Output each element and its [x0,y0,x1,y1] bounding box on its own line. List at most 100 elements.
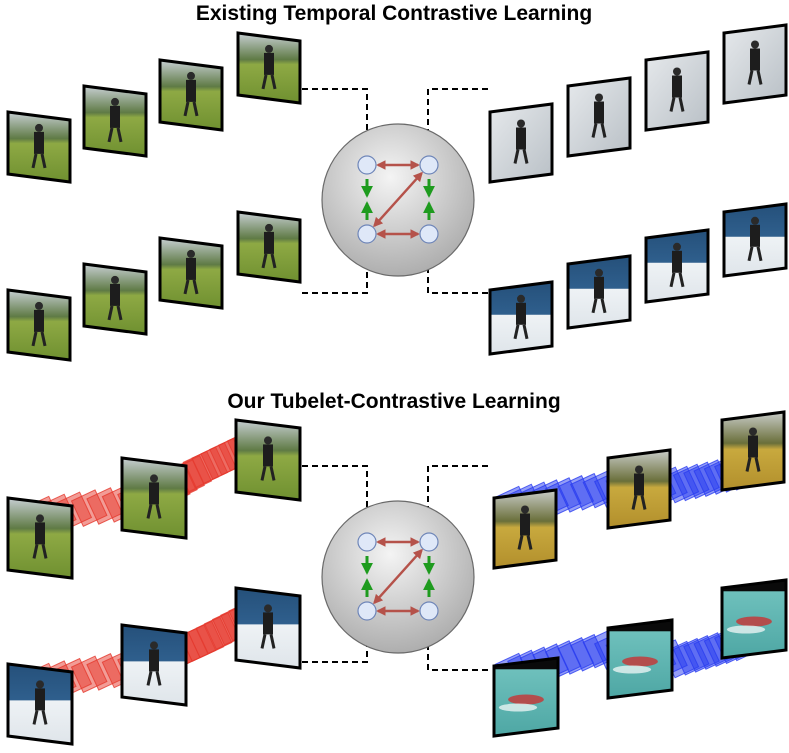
frame-border [6,662,74,746]
tube-swim-frame-0 [492,656,560,738]
person-head [521,505,529,514]
person-leg [640,495,647,510]
person-figure [750,224,760,247]
person-head [36,514,44,523]
frame-border [236,31,302,105]
embedding-node-icon [357,155,377,175]
frame-border [566,76,632,158]
person-leg [513,324,520,340]
golf-frame-a-1 [82,84,148,158]
connector-golf-a [302,88,372,156]
golf-frame-b-0 [6,288,72,362]
golf-frame-a-3 [236,31,302,105]
frame-border [606,618,674,700]
person-figure [516,127,526,150]
frame-border [566,254,632,330]
connector-tube-golf [302,465,372,535]
ski-frame-a-3 [722,23,788,105]
person-leg [261,253,268,269]
tube-ski-frame-1 [120,623,188,707]
person-figure [264,52,274,75]
person-leg [116,305,123,321]
person-leg [270,74,277,90]
person-leg [747,70,754,85]
golf-frame-a-2 [158,58,224,132]
slope-frame-b-1 [566,254,632,330]
person-leg [756,246,763,262]
person-figure [34,131,44,154]
negative-arrow [373,548,423,605]
frame-border [234,418,302,502]
ski-frame-a-0 [488,102,554,184]
frame-border [644,50,710,132]
person-figure [149,482,159,505]
frame-border [722,202,788,278]
frame-border [720,578,788,660]
person-leg [678,272,685,288]
person-figure [263,444,273,467]
person-figure [594,101,604,124]
person-leg [40,153,47,169]
top-title: Existing Temporal Contrastive Learning [196,2,592,25]
person-head [595,268,603,277]
person-leg [192,101,199,117]
swimmer-figure [736,616,772,627]
person-head [673,67,681,76]
person-head [111,275,119,284]
frame-border [234,586,302,670]
frame-border [158,236,224,310]
embedding-node-icon [419,532,439,552]
golf-frame-b-2 [158,236,224,310]
person-leg [513,149,520,164]
person-leg [183,279,190,295]
frame-border [6,110,72,184]
person-leg [517,535,524,550]
frame-border [488,280,554,356]
person-head [751,40,759,49]
person-figure [186,79,196,102]
frame-layer [6,23,788,746]
tube-golf-warm-frame-2 [720,410,786,492]
embedding-layer [321,123,475,654]
golf-frame-b-1 [82,262,148,336]
bottom-title: Our Tubelet-Contrastive Learning [227,390,560,413]
person-figure [186,257,196,280]
person-leg [31,331,38,347]
person-leg [747,246,754,262]
person-leg [192,279,199,295]
tube-swim-frame-2 [720,578,788,660]
person-leg [591,298,598,314]
person-leg [631,495,638,510]
water-splash [498,703,538,712]
person-leg [107,305,114,321]
person-leg [526,535,533,550]
frame-border [720,410,786,492]
tube-golf-frame-1 [120,456,188,540]
slope-frame-b-2 [644,228,710,304]
person-figure [149,649,159,672]
person-head [265,223,273,232]
person-head [187,249,195,258]
frame-border [82,262,148,336]
person-head [264,604,272,613]
person-leg [41,710,48,725]
tube-ski-frame-2 [234,586,302,670]
person-leg [269,466,276,481]
person-leg [32,544,39,559]
frame-border [82,84,148,158]
person-leg [669,272,676,288]
person-figure [110,283,120,306]
golf-frame-b-3 [236,210,302,284]
tube-golf-frame-0 [6,496,74,580]
frame-border [120,456,188,540]
tube-golf-warm-frame-1 [606,448,672,530]
embedding-node-icon [357,224,377,244]
water-splash [726,625,766,634]
frame-border [644,228,710,304]
person-leg [600,123,607,138]
frame-border [6,496,74,580]
person-leg [270,253,277,269]
person-leg [754,457,761,472]
person-figure [750,48,760,71]
frame-border [158,58,224,132]
